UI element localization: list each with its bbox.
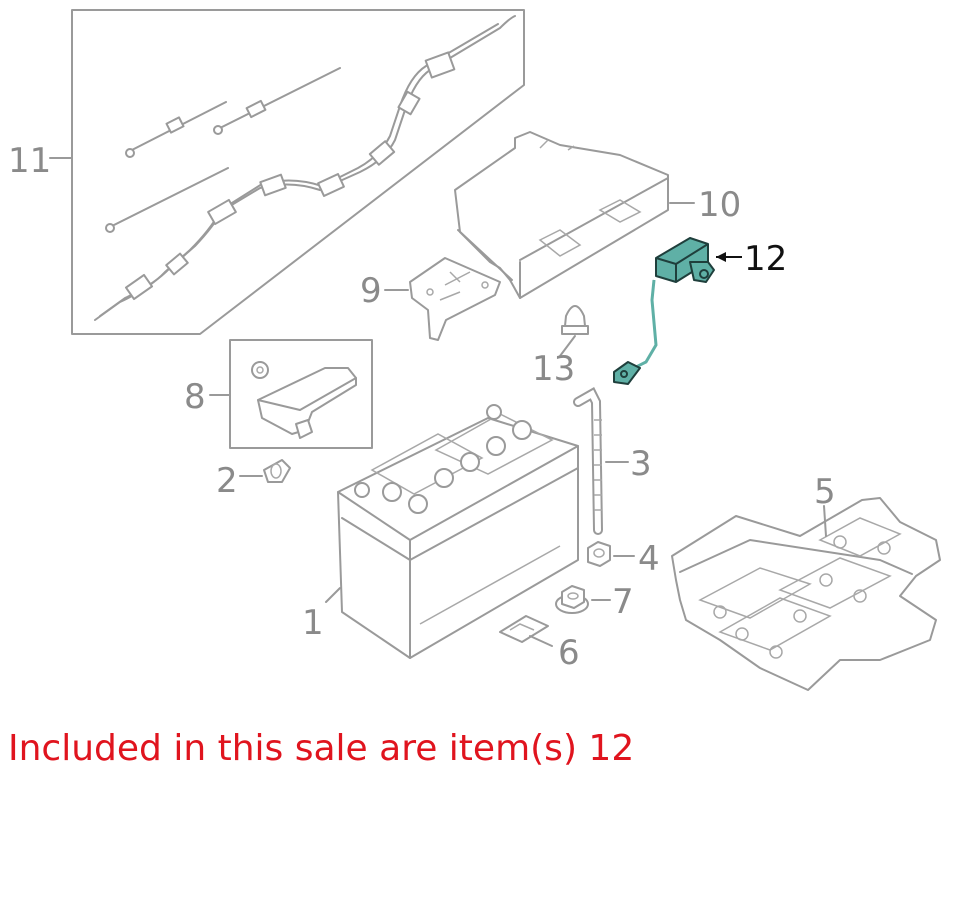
part-7-flange-nut (555, 585, 611, 614)
callout-13: 13 (532, 349, 575, 389)
sale-note: Included in this sale are item(s) 12 (8, 728, 635, 769)
callout-2: 2 (216, 461, 238, 501)
part-11-harness (49, 9, 525, 335)
part-10-battery-cover (454, 131, 695, 299)
callout-12: 12 (744, 239, 787, 279)
callout-11: 11 (8, 141, 51, 181)
callout-4: 4 (638, 539, 660, 579)
parts-diagram: 1 2 3 4 5 6 7 8 9 10 11 12 13 (8, 9, 941, 691)
part-2-grommet (239, 459, 291, 483)
part-4-nut (587, 541, 635, 567)
callout-1: 1 (302, 603, 324, 643)
part-12-battery-cable (613, 237, 742, 385)
part-8-sensor (209, 339, 373, 449)
callout-7: 7 (612, 582, 634, 622)
callout-3: 3 (630, 444, 652, 484)
part-13-fuse (559, 305, 589, 357)
part-1-battery (325, 404, 579, 659)
part-6-clamp (499, 615, 553, 647)
part-3-vent-hose (573, 387, 629, 535)
part-9-bracket (384, 257, 501, 341)
callout-9: 9 (360, 271, 382, 311)
callout-5: 5 (814, 472, 836, 512)
part-5-battery-tray (671, 497, 941, 691)
callout-8: 8 (184, 377, 206, 417)
callout-10: 10 (698, 185, 741, 225)
callout-6: 6 (558, 633, 580, 673)
